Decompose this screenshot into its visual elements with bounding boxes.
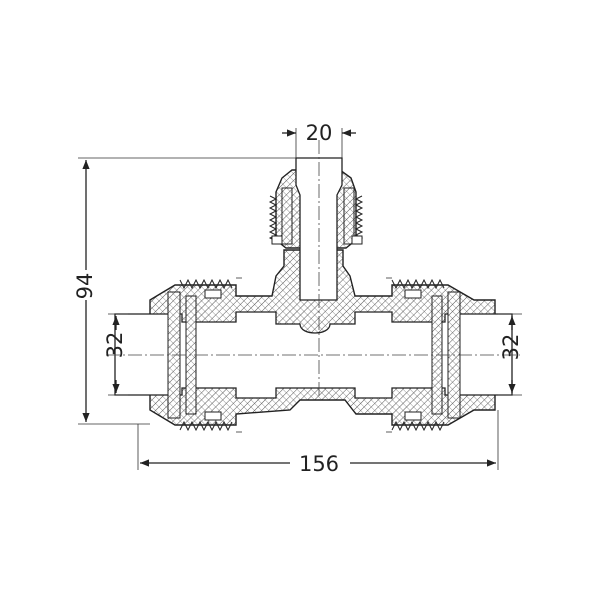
dim-label-right-diameter: 32 (499, 334, 523, 361)
dim-label-height: 94 (73, 273, 97, 300)
branch-socket-details (268, 187, 364, 245)
dimension-overall-height: 94 (73, 157, 296, 425)
dimension-overall-length: 156 (137, 410, 499, 476)
dimension-branch-diameter: 20 (282, 121, 356, 158)
dimension-left-diameter: 32 (103, 313, 128, 396)
center-lines (106, 140, 520, 400)
dim-label-left-diameter: 32 (103, 332, 127, 359)
dimension-right-diameter: 32 (498, 313, 523, 396)
dim-label-branch: 20 (306, 121, 333, 145)
dim-label-length: 156 (299, 452, 339, 476)
